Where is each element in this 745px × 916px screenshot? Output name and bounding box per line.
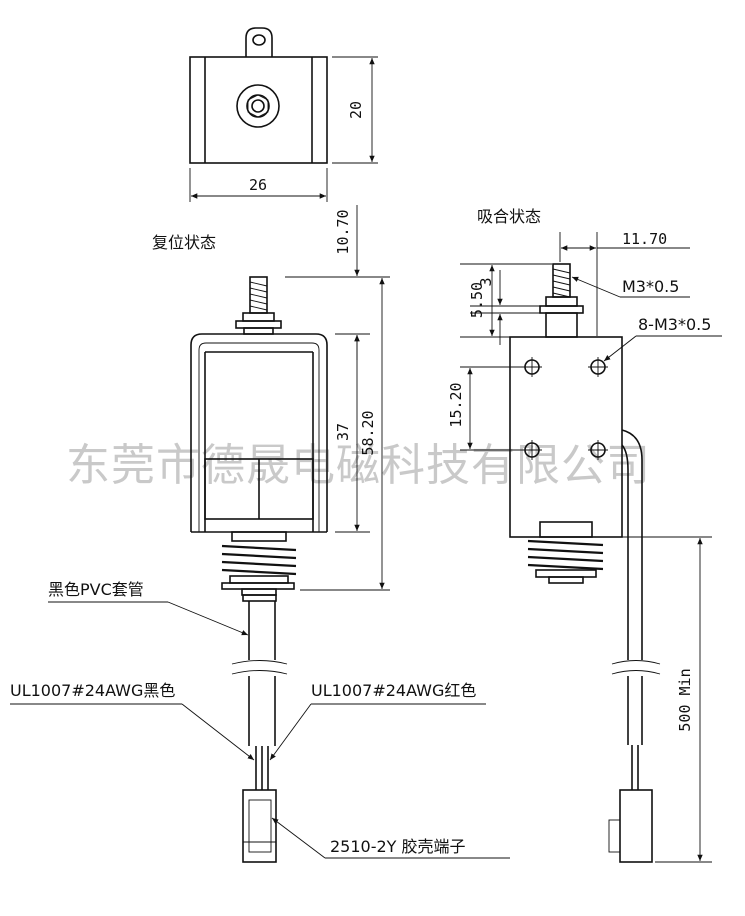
- energized-state-view: 吸合状态: [447, 207, 722, 863]
- return-spring: [221, 531, 297, 596]
- dim-height: 20: [347, 101, 365, 119]
- top-view-tab: [245, 27, 273, 57]
- energized-state-label: 吸合状态: [477, 207, 541, 226]
- dim-thread-length: 5.50: [468, 282, 486, 318]
- red-wire-label: UL1007#24AWG红色: [311, 681, 476, 700]
- dim-total-length: 58.20: [359, 410, 377, 455]
- pvc-sleeve-label: 黑色PVC套管: [48, 580, 144, 599]
- plunger-nut-icon: [236, 84, 280, 128]
- dim-width: 26: [249, 176, 267, 194]
- mounting-hole-icon: [522, 357, 608, 460]
- connector-label: 2510-2Y 胶壳端子: [330, 837, 466, 856]
- reset-state-view: 复位状态: [10, 205, 510, 863]
- dim-nut: 3: [477, 277, 495, 286]
- dim-stroke: 10.70: [334, 209, 352, 254]
- connector-housing: [242, 789, 277, 863]
- dim-body-length: 37: [334, 423, 352, 441]
- top-view-body: [189, 56, 328, 164]
- plunger-thread-energized: [552, 263, 571, 298]
- return-spring-energized: [527, 521, 604, 584]
- dim-offset: 11.70: [622, 230, 667, 248]
- dim-wire-length: 500 Min: [676, 668, 694, 731]
- thread-label: M3*0.5: [622, 277, 679, 296]
- dim-hole-pitch: 15.20: [447, 382, 465, 427]
- reset-state-label: 复位状态: [152, 233, 216, 252]
- black-wire-label: UL1007#24AWG黑色: [10, 681, 175, 700]
- mount-thread-label: 8-M3*0.5: [638, 315, 711, 334]
- solenoid-frame: [190, 333, 328, 532]
- connector-housing-side: [619, 789, 653, 863]
- top-view: 26 20: [189, 27, 378, 202]
